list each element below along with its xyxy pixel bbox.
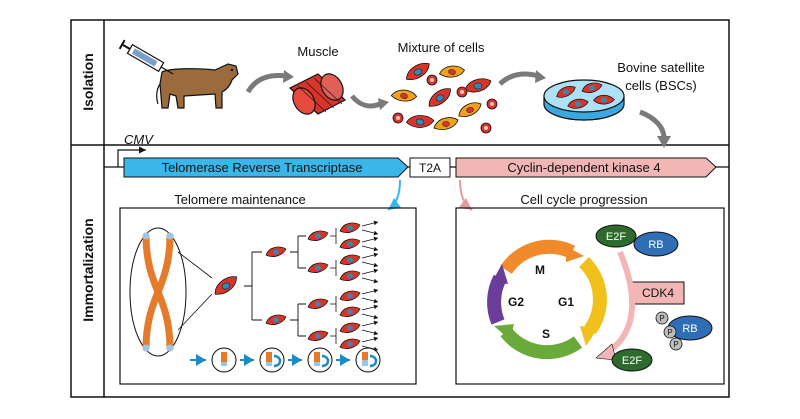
free-e2f: E2F [611,348,653,372]
arrow-muscle-to-cells [350,94,389,110]
arrow-dish-to-construct [639,109,671,148]
telomere-title: Telomere maintenance [174,192,306,207]
rb-bottom-label: RB [682,323,697,335]
bsc-label-line2: cells (BSCs) [625,78,697,93]
t2a-label: T2A [419,161,441,175]
t2a-block: T2A [409,157,451,178]
tert-label: Telomerase Reverse Transcriptase [162,160,363,175]
outer-frame [70,19,730,398]
e2f-bottom-label: E2F [622,355,642,367]
syringe-icon [118,39,174,75]
cell-cycle-wheel [487,239,607,360]
rb-top-label: RB [648,239,663,251]
phase-g2-label: G2 [508,295,524,309]
cdk4-gene-label: Cyclin-dependent kinase 4 [507,160,660,175]
muscle-label: Muscle [297,44,338,59]
cdk4-protein-label: CDK4 [642,286,674,300]
promoter-arrow-icon [117,146,146,167]
cell-lineage-tree [210,220,379,352]
arrow-cells-to-dish [498,70,546,86]
muscle-icon [288,73,347,115]
tert-gene-block: Telomerase Reverse Transcriptase [123,157,409,178]
telomere-panel [119,207,417,385]
phosphate-2: P [667,328,672,337]
arrow-tert-to-telomere [387,179,402,211]
phosphorylation-arrow [606,250,636,355]
mixed-cells-cluster [390,61,498,134]
phase-g1-label: G1 [558,295,574,309]
isolation-label: Isolation [80,53,96,111]
mixture-label: Mixture of cells [398,40,485,55]
arrow-cdk4-to-cycle [458,179,473,211]
phosphate-3: P [673,340,678,349]
cdk4-gene-block: Cyclin-dependent kinase 4 [455,157,717,178]
phospho-rb-complex: RB P P P [655,311,713,351]
zoom-lines [177,251,213,331]
cdk4-protein-box: CDK4 [631,281,685,305]
immortalization-label: Immortalization [80,218,96,321]
e2f-rb-complex: E2F RB [595,224,679,257]
cell-cycle-title: Cell cycle progression [520,192,647,207]
cell-cycle-panel [455,207,725,385]
cow-icon [156,63,239,109]
bsc-label-line1: Bovine satellite [617,60,704,75]
promoter-label: CMV [124,132,154,147]
e2f-top-label: E2F [606,231,626,243]
phase-s-label: S [542,327,550,341]
phosphate-1: P [659,314,664,323]
arrow-cow-to-muscle [245,70,294,94]
petri-dish-icon [543,79,625,121]
telomere-extension-sequence [190,347,381,373]
chromosome-icon [129,227,187,357]
phase-m-label: M [535,263,545,277]
